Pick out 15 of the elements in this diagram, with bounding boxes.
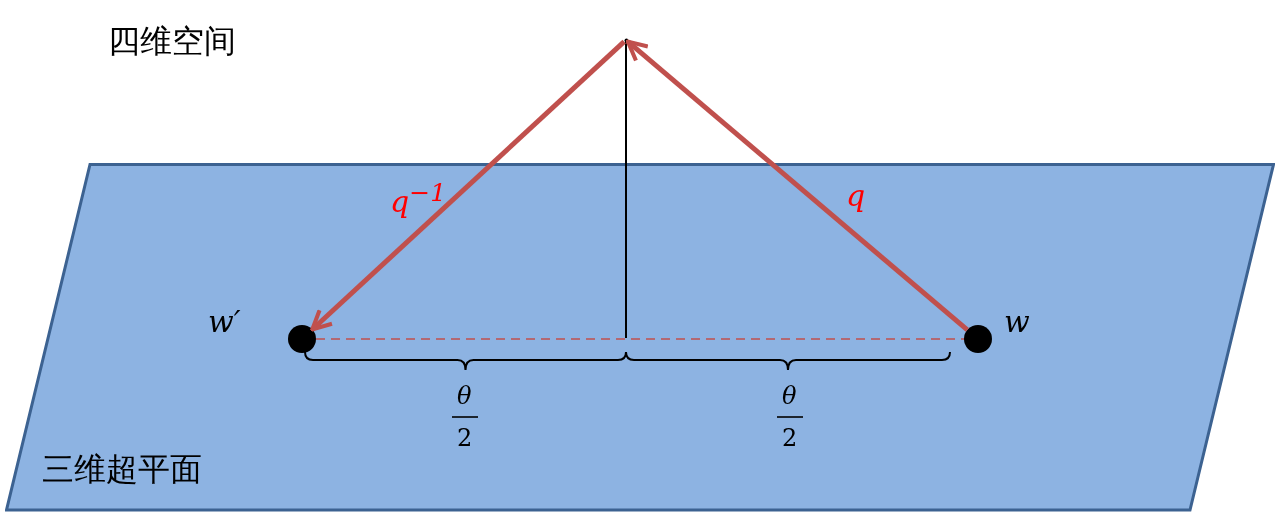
fraction-denominator: 2 <box>457 424 473 452</box>
point-label: w′ <box>208 304 241 339</box>
space-label: 四维空间 <box>108 21 236 62</box>
edge-label: q$^{−1}$ <box>390 178 447 219</box>
arrow <box>310 39 626 332</box>
hyperplane <box>5 163 1275 512</box>
apex-point <box>624 38 628 42</box>
plane-label: 三维超平面 <box>42 449 202 490</box>
edge-label: q <box>846 178 866 213</box>
fraction-numerator: θ <box>457 382 472 410</box>
fraction-denominator: 2 <box>782 424 798 452</box>
point-label: w <box>1004 304 1030 339</box>
dashed-line <box>315 338 965 340</box>
fraction-numerator: θ <box>782 382 797 410</box>
arrow <box>625 39 969 332</box>
